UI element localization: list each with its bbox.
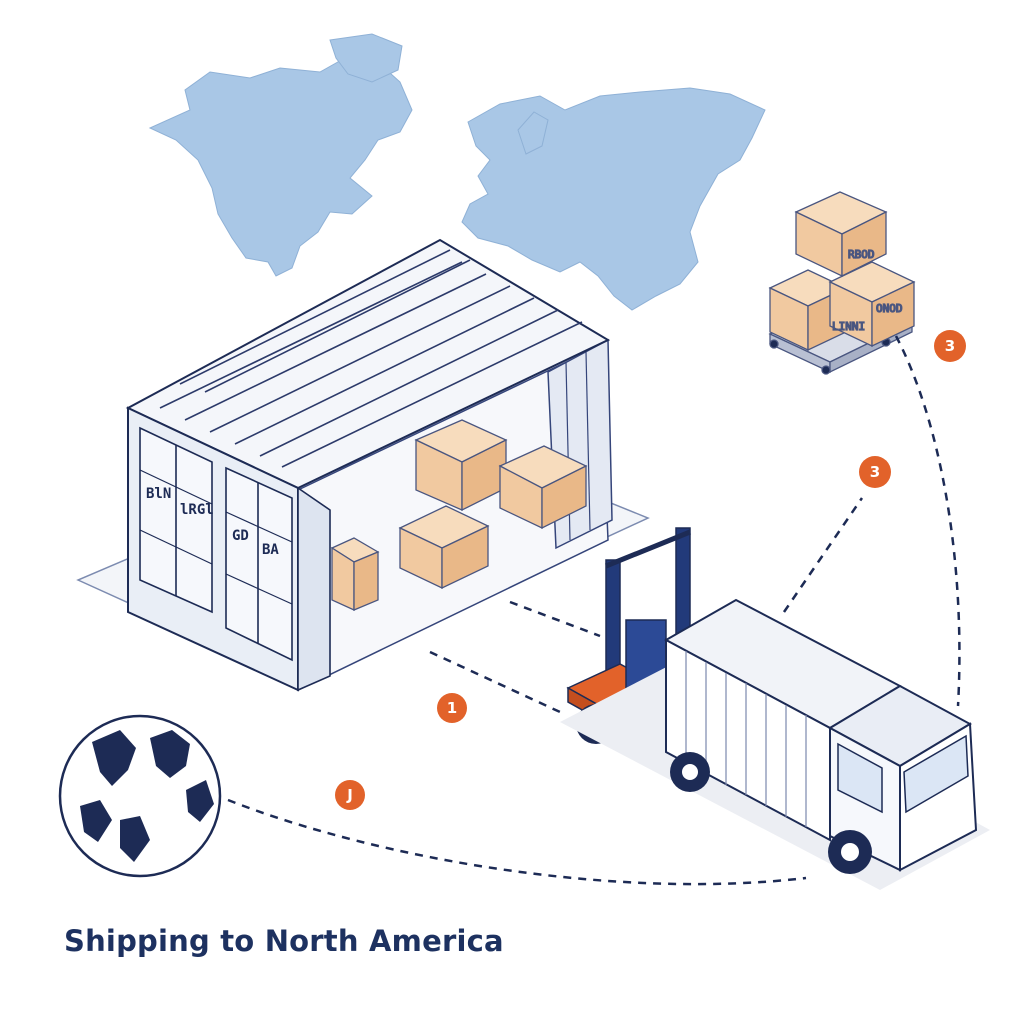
pallet-box-label-linni: LINNI [832,320,865,333]
pallet-box-label-rbod: RBOD [848,248,875,261]
cargo-box [414,419,508,512]
route-globe-to-truck [227,798,807,886]
eurasia-landmass [461,87,766,311]
door-label-ba: BA [262,542,279,558]
container-open-door [297,486,331,692]
cargo-box [330,537,380,612]
route-pallet-to-truck [894,335,961,707]
container-left-door: BlN lRGl [139,426,214,614]
step-marker-1-label: 1 [447,699,457,717]
pallet-box-label-onod: ONOD [876,302,903,315]
step-marker-j: J [335,780,365,810]
door-label-bln: BlN [146,486,171,502]
roof-ribs [159,249,583,468]
step-marker-3-truck: 3 [859,456,891,488]
greenland-landmass [329,33,403,83]
north-america-landmass [148,57,413,277]
cargo-box [398,505,490,590]
step-marker-3-pallet: 3 [934,330,966,362]
door-label-lrgl: lRGl [180,502,214,518]
pallet-stack: RBOD LINNI ONOD [768,191,916,375]
globe-icon [58,714,222,878]
step-marker-3-truck-label: 3 [870,463,880,481]
route-lines [227,335,961,886]
delivery-truck [560,598,990,890]
container-right-door: GD BA [225,466,293,662]
container-cargo [330,419,588,612]
cargo-box [498,445,588,530]
step-marker-3-pallet-label: 3 [945,337,955,355]
step-marker-j-label: J [346,786,353,804]
world-map [148,33,766,311]
route-container-to-forklift-upper [509,600,601,638]
page-caption: Shipping to North America [64,924,504,958]
route-truck-to-step3 [782,497,864,613]
scandinavia-landmass [517,111,549,155]
step-marker-1: 1 [437,693,467,723]
door-label-gd: GD [232,528,249,544]
